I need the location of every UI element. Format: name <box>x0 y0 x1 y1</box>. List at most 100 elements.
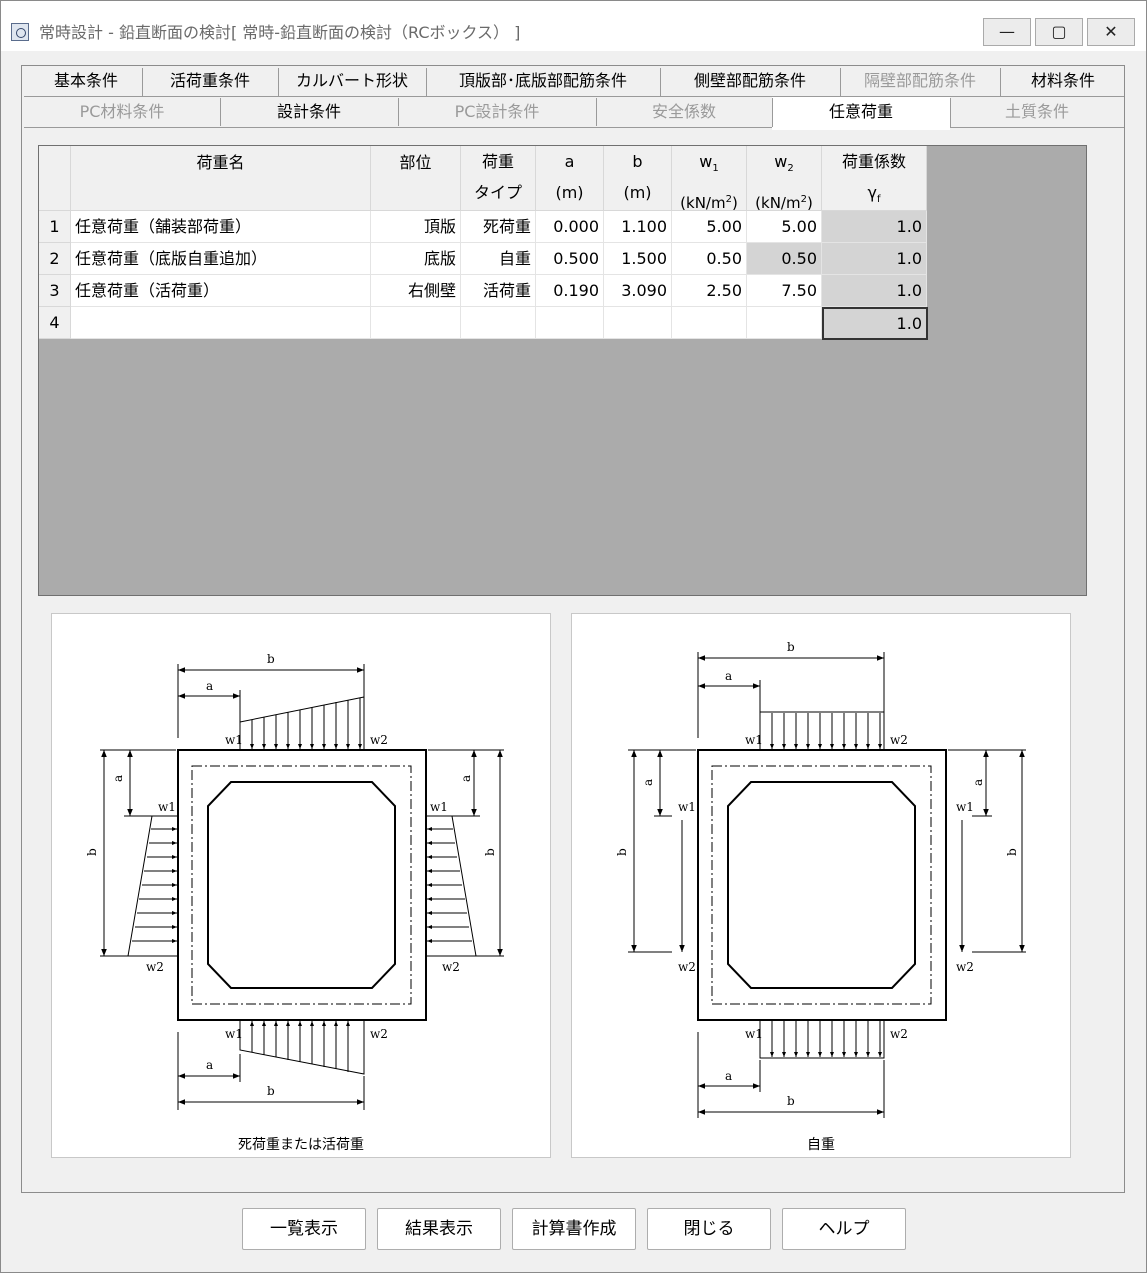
show-results-button[interactable]: 結果表示 <box>377 1208 501 1250</box>
tab-arbitrary-load[interactable]: 任意荷重 <box>772 97 950 130</box>
load-label-w1: w1 <box>678 800 696 814</box>
list-view-button[interactable]: 一覧表示 <box>242 1208 366 1250</box>
load-label-w1: w1 <box>745 1027 763 1041</box>
cell-part[interactable] <box>371 307 461 339</box>
tab-side-wall-rebar[interactable]: 側壁部配筋条件 <box>693 71 806 90</box>
header-w1-line2: (kN/m2) <box>672 185 746 211</box>
header-load-type-line1: 荷重 <box>481 152 514 171</box>
cell-w1[interactable]: 2.50 <box>672 275 747 307</box>
tab-material-conditions[interactable]: 材料条件 <box>1030 71 1095 90</box>
dim-label-a: a <box>725 669 732 683</box>
cell-part[interactable]: 頂版 <box>371 211 461 243</box>
dim-label-a: a <box>971 779 985 786</box>
header-w2: w2 (kN/m2) <box>747 146 822 211</box>
tab-safety-factors[interactable]: 安全係数 <box>651 102 716 121</box>
cell-w1[interactable]: 0.50 <box>672 243 747 275</box>
close-button[interactable]: 閉じる <box>647 1208 771 1250</box>
header-a: a (m) <box>536 146 604 211</box>
cell-b[interactable]: 1.100 <box>604 211 672 243</box>
header-w1-symbol: w <box>699 152 713 171</box>
tab-divider <box>772 98 773 127</box>
create-report-button[interactable]: 計算書作成 <box>512 1208 636 1250</box>
cell-load-factor-selected[interactable]: 1.0 <box>822 307 928 340</box>
header-load-type-line2: タイプ <box>473 183 522 202</box>
load-label-w1: w1 <box>956 800 974 814</box>
load-table[interactable]: 荷重名 部位 荷重 タイプ a (m) b (m) w1 (kN/m2) w2 … <box>38 145 1087 596</box>
cell-b[interactable]: 3.090 <box>604 275 672 307</box>
dim-label-b: b <box>1005 848 1019 856</box>
header-part: 部位 <box>371 146 461 211</box>
load-label-w1: w1 <box>225 733 243 747</box>
tab-top-bottom-slab-rebar[interactable]: 頂版部･底版部配筋条件 <box>458 71 627 90</box>
cell-load-factor[interactable]: 1.0 <box>822 275 927 307</box>
load-label-w2: w2 <box>890 1027 908 1041</box>
cell-b[interactable] <box>604 307 672 339</box>
row-number: 3 <box>39 275 71 307</box>
cell-load-name[interactable] <box>71 307 371 339</box>
dim-label-b: b <box>787 1094 795 1108</box>
row-number: 2 <box>39 243 71 275</box>
dim-label-a: a <box>459 775 473 782</box>
tab-culvert-shape[interactable]: カルバート形状 <box>295 71 408 90</box>
tab-divider <box>596 98 597 126</box>
cell-a[interactable]: 0.500 <box>536 243 604 275</box>
figure-self-weight: b a w1 w2 w1 w2 a b w1 w2 w1 w2 a b a b <box>571 613 1071 1158</box>
tab-divider <box>426 68 427 96</box>
cell-a[interactable]: 0.190 <box>536 275 604 307</box>
cell-load-factor[interactable]: 1.0 <box>822 211 927 243</box>
cell-w2[interactable] <box>747 307 822 339</box>
figure-dead-live-load: b a w1 w2 w1 w2 a b w1 w2 w1 w2 a b a b <box>51 613 551 1158</box>
header-w1-unit-sup: 2 <box>725 194 732 206</box>
maximize-button[interactable]: ▢ <box>1035 18 1083 46</box>
dim-label-b: b <box>787 640 795 654</box>
header-w2-subscript: 2 <box>787 163 794 175</box>
cell-a[interactable]: 0.000 <box>536 211 604 243</box>
tab-partition-wall-rebar[interactable]: 隔壁部配筋条件 <box>863 71 976 90</box>
self-weight-diagram: b a w1 w2 w1 w2 a b w1 w2 w1 w2 a b a b <box>615 640 1026 1118</box>
tab-soil-conditions[interactable]: 土質条件 <box>1004 102 1069 121</box>
tab-design-conditions[interactable]: 設計条件 <box>276 102 341 121</box>
cell-b[interactable]: 1.500 <box>604 243 672 275</box>
cell-load-type[interactable] <box>461 307 536 339</box>
header-load-factor-line2: γf <box>822 178 926 210</box>
tab-divider <box>398 98 399 126</box>
cell-load-name[interactable]: 任意荷重（底版自重追加） <box>71 243 371 275</box>
cell-load-type[interactable]: 死荷重 <box>461 211 536 243</box>
cell-part[interactable]: 右側壁 <box>371 275 461 307</box>
help-button[interactable]: ヘルプ <box>782 1208 906 1250</box>
load-label-w2: w2 <box>890 733 908 747</box>
cell-load-factor[interactable]: 1.0 <box>822 243 927 275</box>
close-window-button[interactable]: ✕ <box>1087 18 1135 46</box>
cell-w2[interactable]: 7.50 <box>747 275 822 307</box>
cell-load-name[interactable]: 任意荷重（活荷重） <box>71 275 371 307</box>
load-label-w1: w1 <box>745 733 763 747</box>
tab-baseline <box>950 127 1124 128</box>
cell-load-type[interactable]: 自重 <box>461 243 536 275</box>
cell-w2[interactable]: 5.00 <box>747 211 822 243</box>
dim-label-b: b <box>267 652 275 666</box>
cell-load-type[interactable]: 活荷重 <box>461 275 536 307</box>
load-label-w2: w2 <box>442 960 460 974</box>
dim-label-b: b <box>267 1084 275 1098</box>
header-w1-unit: (kN/m <box>680 194 726 211</box>
header-b: b (m) <box>604 146 672 211</box>
tab-row-divider <box>24 96 1124 97</box>
cell-w1[interactable]: 5.00 <box>672 211 747 243</box>
cell-a[interactable] <box>536 307 604 339</box>
minimize-button[interactable]: — <box>983 18 1031 46</box>
load-label-w1: w1 <box>158 800 176 814</box>
cell-w1[interactable] <box>672 307 747 339</box>
tab-divider <box>278 68 279 96</box>
dim-label-a: a <box>641 779 655 786</box>
tab-divider <box>840 68 841 96</box>
cell-part[interactable]: 底版 <box>371 243 461 275</box>
header-w2-line2: (kN/m2) <box>747 185 821 210</box>
tab-basic-conditions[interactable]: 基本条件 <box>53 71 118 90</box>
header-load-name: 荷重名 <box>71 146 371 211</box>
cell-w2[interactable]: 0.50 <box>747 243 822 275</box>
tab-live-load-conditions[interactable]: 活荷重条件 <box>169 71 250 90</box>
tab-pc-design-conditions[interactable]: PC設計条件 <box>454 102 540 121</box>
tab-pc-material-conditions[interactable]: PC材料条件 <box>79 102 165 121</box>
cell-load-name[interactable]: 任意荷重（舗装部荷重） <box>71 211 371 243</box>
